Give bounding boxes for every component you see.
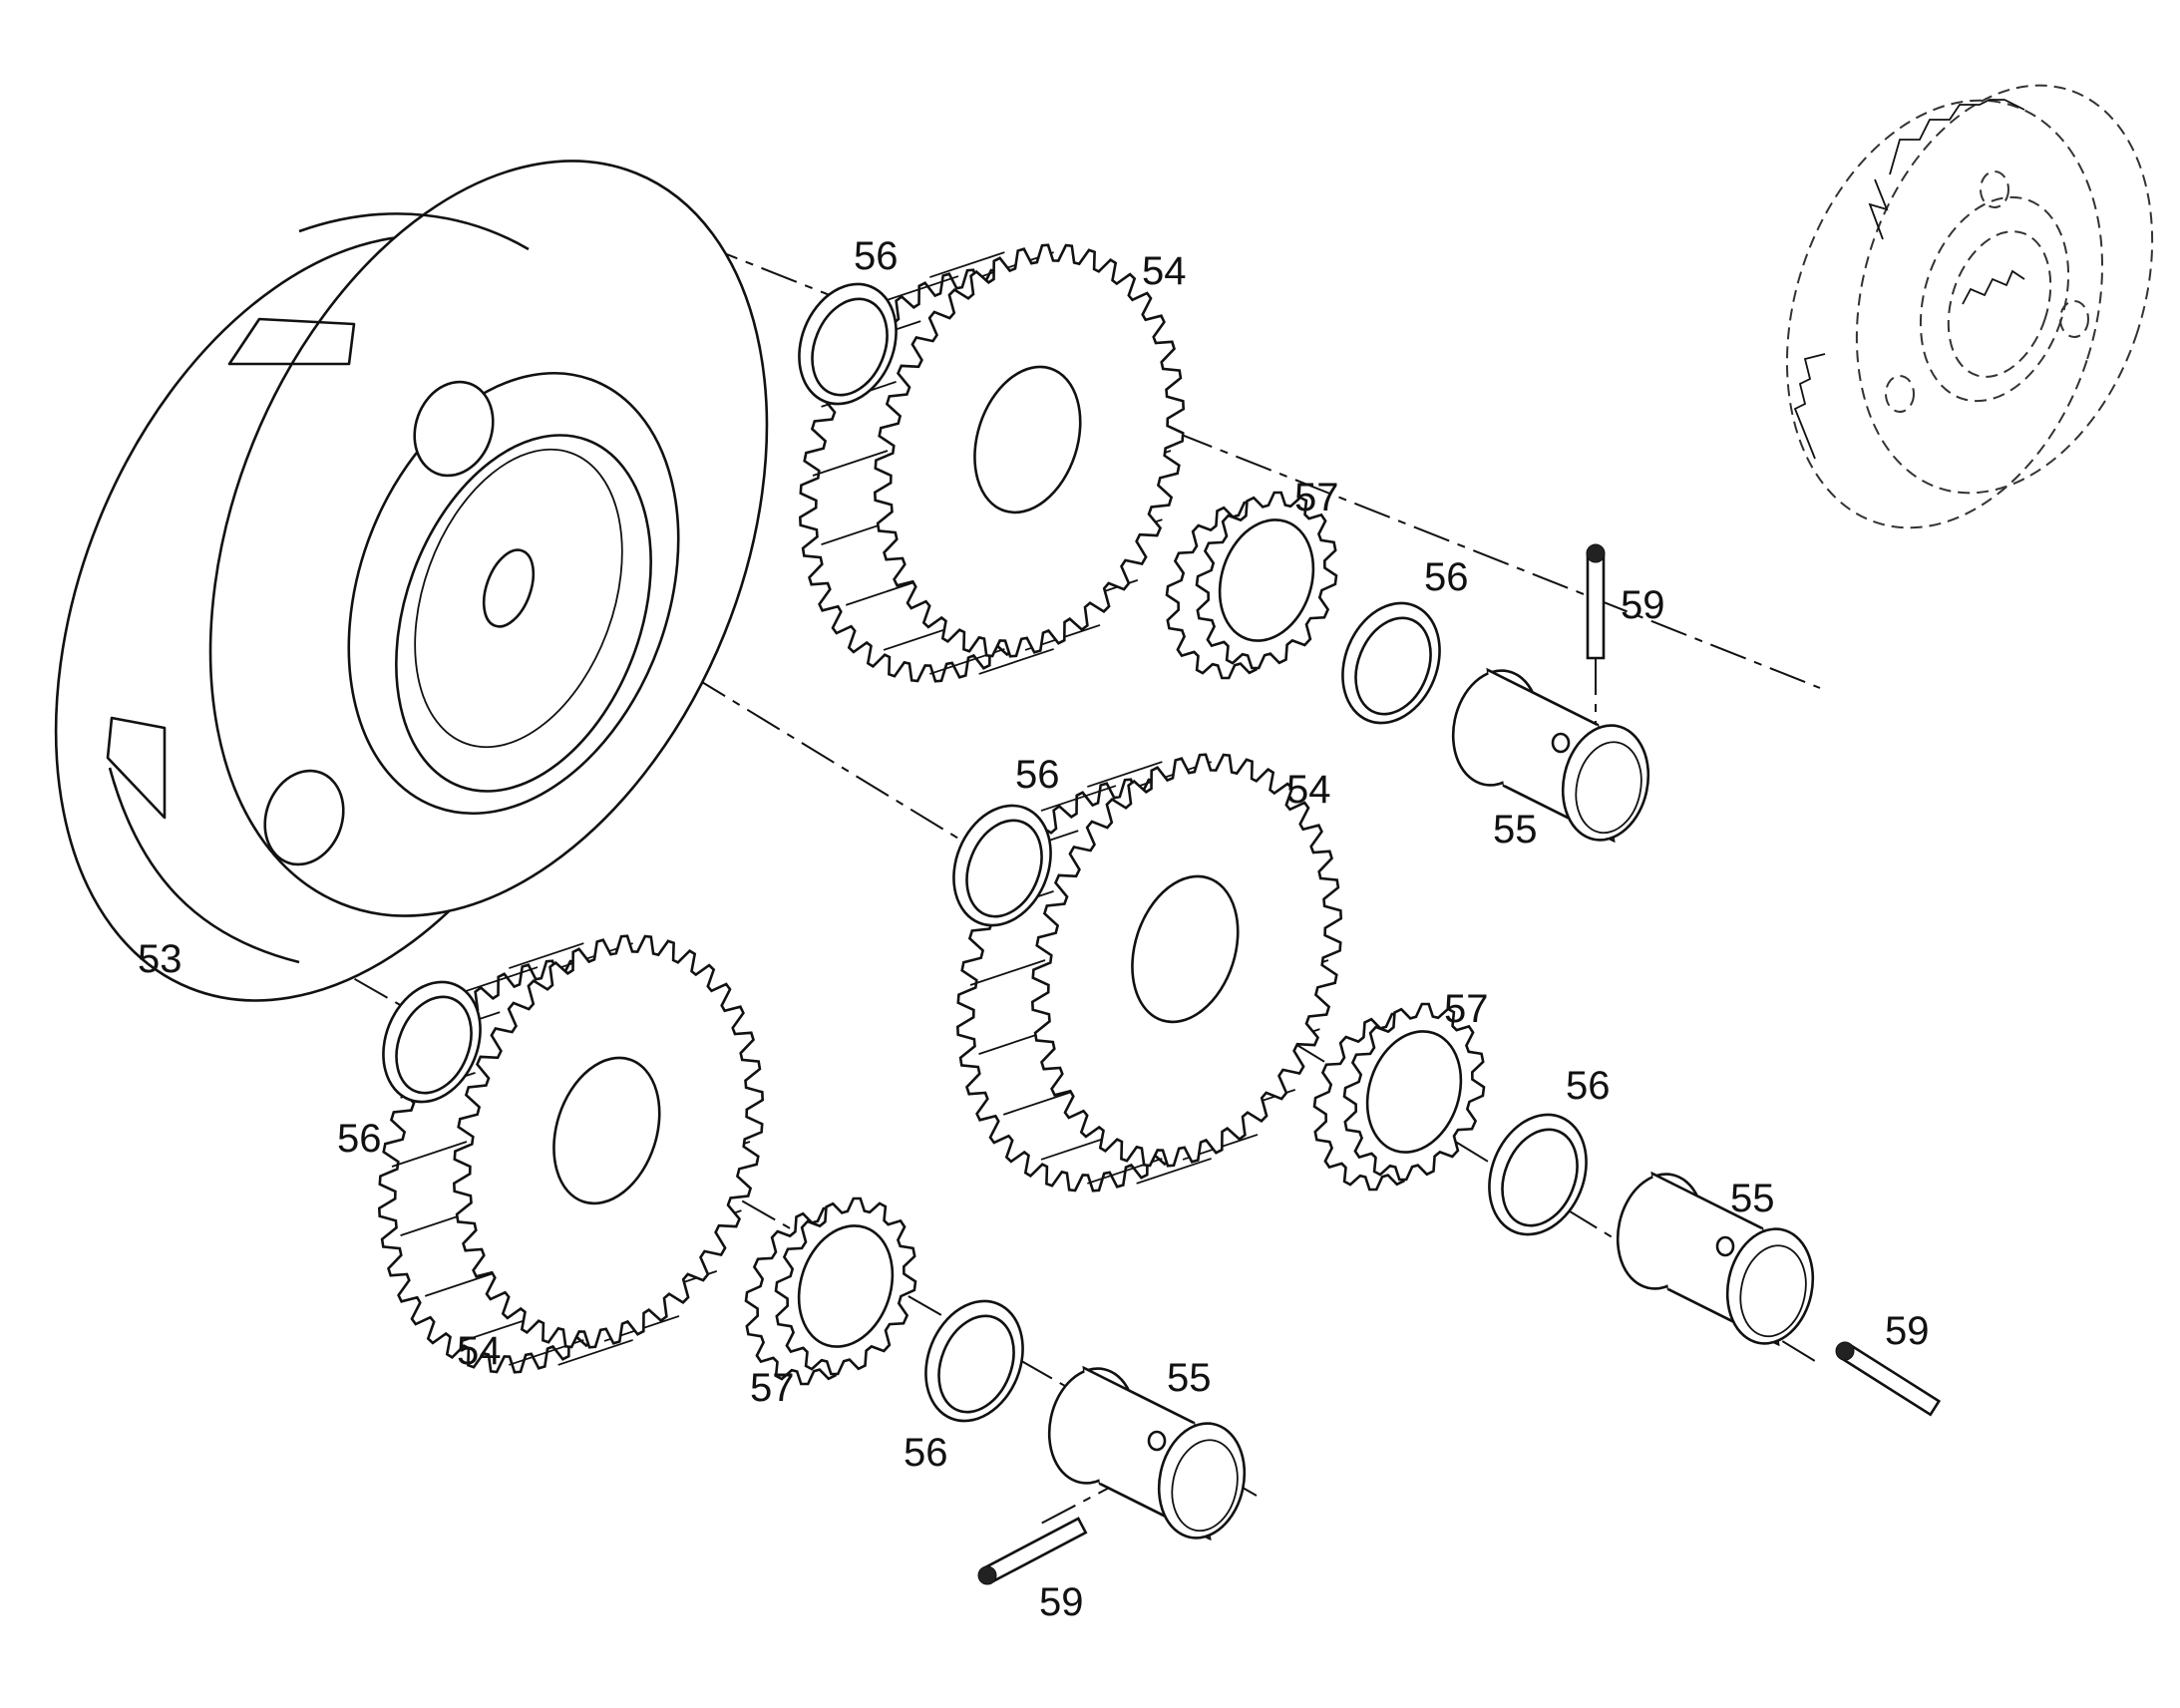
shaft-55-middle-chamfer	[1739, 1244, 1807, 1338]
gear-54-upper-tooth-edge	[978, 648, 1054, 675]
assembled-carrier-inset	[1785, 84, 2154, 529]
washer-56-upper-left-inner	[811, 297, 889, 397]
washer-56-upper-right	[1341, 601, 1441, 725]
label-59-pin-lower: 59	[1039, 1580, 1084, 1624]
washer-56-middle-left-outer	[952, 804, 1052, 927]
bearing-57-upper	[1165, 491, 1338, 680]
gear-54-middle-tooth-edge	[1040, 785, 1117, 812]
pin-59-upper	[1586, 543, 1606, 660]
shaft-55-lower	[1047, 1365, 1247, 1541]
label-56-washer-middle-right: 56	[1566, 1064, 1611, 1108]
pin-59-upper-end	[1586, 543, 1606, 563]
bearing-57-middle	[1312, 1002, 1486, 1192]
bearing-57-lower	[744, 1196, 917, 1386]
gear-54-upper-tooth-edge	[883, 275, 959, 302]
gear-54-middle-tooth-edge	[969, 959, 1046, 986]
pin-59-upper-body	[1586, 551, 1606, 660]
label-54-gear-upper: 54	[1142, 249, 1187, 293]
gear-54-lower-tooth-edge	[509, 942, 584, 969]
label-57-bearing-lower: 57	[750, 1366, 795, 1410]
label-53-carrier: 53	[138, 937, 182, 981]
label-56-washer-lower-left: 56	[337, 1117, 382, 1161]
gear-54-lower-tooth-edge	[462, 966, 539, 993]
gear-54-upper-bore	[973, 365, 1082, 514]
roll-pins-group	[977, 543, 1942, 1585]
label-55-shaft-upper: 55	[1493, 808, 1538, 852]
gear-54-middle-tooth-edge	[1002, 1088, 1079, 1116]
bearing-57-middle-bore	[1365, 1030, 1463, 1154]
gear-54-upper-tooth-edge	[845, 578, 921, 606]
washer-56-middle-right-inner	[1501, 1128, 1579, 1227]
shaft-55-upper-chamfer	[1575, 741, 1642, 835]
label-54-gear-lower: 54	[457, 1329, 502, 1373]
gear-54-upper-tooth-edge	[929, 251, 1005, 278]
label-56-washer-lower-right: 56	[904, 1431, 948, 1475]
gear-54-lower-bore	[552, 1056, 661, 1205]
pin-59-lower-body	[981, 1517, 1088, 1584]
pin-59-lower	[977, 1517, 1088, 1585]
washer-56-upper-right-outer	[1341, 601, 1441, 725]
pin-59-lower-end	[977, 1565, 997, 1585]
washer-56-upper-left	[798, 282, 898, 406]
gear-54-lower-tooth-edge	[424, 1269, 501, 1297]
label-57-bearing-middle: 57	[1444, 987, 1489, 1031]
gear-54-middle-bore	[1131, 874, 1240, 1024]
shaft-55-upper-front-end	[1561, 724, 1650, 842]
washer-56-middle-left	[952, 804, 1052, 927]
label-55-shaft-middle: 55	[1730, 1177, 1775, 1220]
shaft-55-upper-pin-hole	[1551, 732, 1571, 754]
washer-56-upper-left-outer	[798, 282, 898, 406]
label-54-gear-middle: 54	[1286, 768, 1331, 812]
gear-54-middle-tooth-edge	[1136, 1158, 1212, 1185]
pin-59-middle-body	[1838, 1342, 1942, 1417]
label-59-pin-middle: 59	[1885, 1309, 1930, 1353]
washer-56-lower-left	[382, 980, 482, 1104]
washer-56-middle-right-outer	[1488, 1113, 1588, 1236]
shaft-55-lower-front-end	[1157, 1422, 1247, 1539]
label-56-washer-middle-left: 56	[1015, 753, 1060, 797]
item-labels: 53 54 54 54 55 55 55 56 56 56 56 56 56 5…	[138, 234, 1930, 1624]
label-57-bearing-upper: 57	[1294, 476, 1339, 519]
pin-59-middle	[1835, 1341, 1942, 1417]
bearing-57-lower-bore	[797, 1224, 895, 1348]
shaft-55-lower-chamfer	[1171, 1439, 1239, 1533]
shaft-55-upper	[1451, 667, 1650, 844]
planet-shafts-group	[1047, 667, 1815, 1541]
shaft-55-middle-edge-top	[1651, 1172, 1763, 1230]
washer-56-lower-left-outer	[382, 980, 482, 1104]
pin-59-middle-end	[1835, 1341, 1855, 1361]
label-56-washer-upper-right: 56	[1424, 555, 1469, 599]
shaft-55-lower-edge-top	[1083, 1366, 1195, 1425]
gear-54-lower-tooth-edge	[557, 1339, 633, 1366]
gear-54-lower-tooth-edge	[391, 1141, 468, 1168]
label-56-washer-upper-left: 56	[854, 234, 899, 278]
washer-56-middle-left-inner	[965, 819, 1043, 918]
thrust-washers-group	[382, 282, 1588, 1423]
planet-carrier-53	[54, 160, 769, 1002]
label-59-pin-upper: 59	[1621, 583, 1665, 627]
washer-56-lower-left-inner	[395, 995, 473, 1095]
shaft-55-lower-pin-hole	[1147, 1430, 1167, 1452]
washer-56-middle-right	[1488, 1113, 1588, 1236]
washer-56-lower-right-outer	[924, 1299, 1024, 1423]
shaft-55-middle-front-end	[1725, 1227, 1815, 1345]
needle-bearings-group	[744, 491, 1486, 1386]
gear-54-middle-tooth-edge	[1087, 761, 1163, 788]
shaft-55-middle-pin-hole	[1715, 1235, 1735, 1257]
shaft-55-middle	[1616, 1171, 1815, 1347]
gear-54-upper-tooth-edge	[812, 450, 889, 477]
washer-56-upper-right-inner	[1354, 616, 1432, 716]
washer-56-lower-right-inner	[937, 1314, 1015, 1414]
bearing-57-upper-bore	[1218, 518, 1315, 642]
washer-56-lower-right	[924, 1299, 1024, 1423]
shaft-55-upper-edge-top	[1487, 668, 1599, 727]
label-55-shaft-lower: 55	[1167, 1356, 1212, 1400]
